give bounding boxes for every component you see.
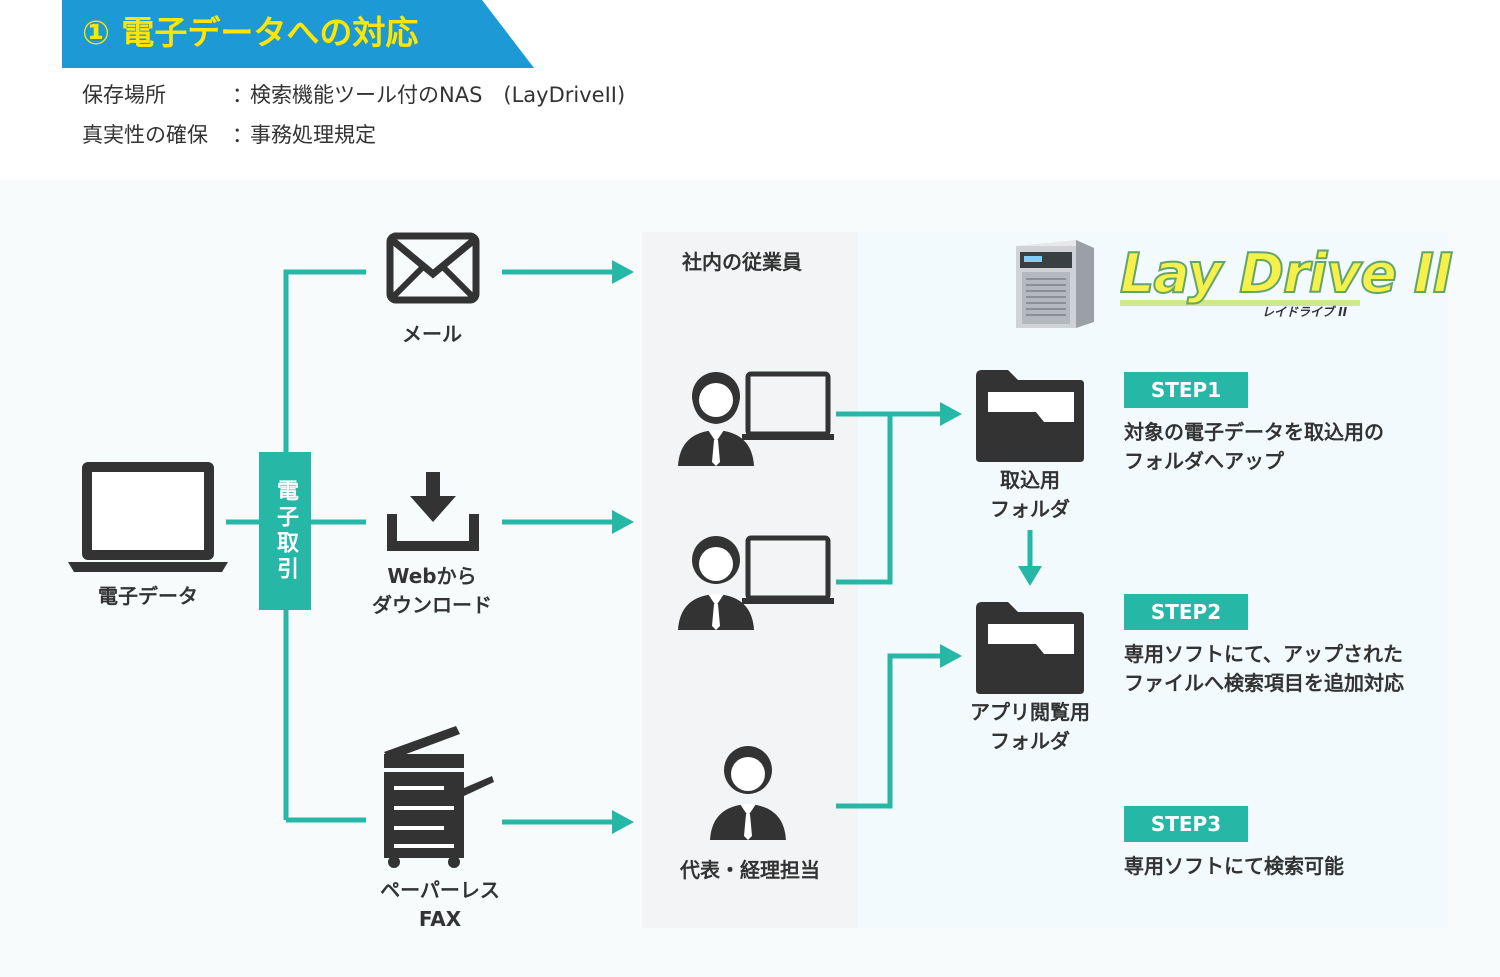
step3-badge: STEP3 (1124, 806, 1248, 842)
info-colon: ： (232, 83, 253, 107)
info-value: 検索機能ツール付のNAS (LayDriveII) (250, 83, 626, 107)
info-label: 真実性の確保 (82, 123, 208, 147)
employee-with-laptop-icon (678, 535, 834, 630)
info-row-storage: 保存場所 ：検索機能ツール付のNAS (LayDriveII) (82, 80, 625, 110)
method-mail-label: メール (402, 322, 462, 346)
step2-text: 専用ソフトにて、アップされた ファイルへ検索項目を追加対応 (1124, 642, 1404, 695)
step3-text: 専用ソフトにて検索可能 (1124, 854, 1344, 878)
laydrive-logo: Lay Drive II (1119, 242, 1454, 305)
folder-import-label: 取込用 フォルダ (990, 468, 1070, 521)
employee-panel-title: 社内の従業員 (682, 250, 802, 274)
info-label: 保存場所 (82, 83, 166, 107)
nas-device-icon (1016, 240, 1094, 328)
folder-icon (976, 370, 1084, 462)
page-title: ① 電子データへの対応 (82, 13, 419, 52)
step1-text: 対象の電子データを取込用の フォルダへアップ (1124, 420, 1384, 473)
info-colon: ： (232, 123, 253, 147)
step2-badge: STEP2 (1124, 594, 1248, 630)
download-tray-icon (387, 472, 479, 551)
e-transaction-box: 電子取引 (259, 452, 311, 610)
folder-app-view-label: アプリ閲覧用 フォルダ (970, 700, 1090, 753)
source-label: 電子データ (98, 584, 198, 608)
title-banner (62, 0, 534, 68)
logo-underline (1120, 300, 1360, 306)
manager-label: 代表・経理担当 (680, 858, 820, 882)
info-value: 事務処理規定 (250, 123, 376, 147)
employee-with-laptop-icon (678, 371, 834, 466)
manager-person-icon (710, 746, 786, 840)
info-row-authenticity: 真実性の確保 ：事務処理規定 (82, 120, 376, 150)
method-download-label: Webから ダウンロード (372, 564, 492, 617)
laydrive-logo-kana: レイドライブ II (1262, 305, 1348, 319)
step1-badge: STEP1 (1124, 372, 1248, 408)
laptop-icon (68, 462, 228, 572)
multifunction-printer-icon (384, 726, 494, 868)
method-fax-label: ペーパーレス FAX (380, 878, 500, 931)
e-transaction-label: 電子取引 (273, 479, 298, 583)
envelope-icon (386, 232, 480, 304)
folder-icon (976, 602, 1084, 694)
